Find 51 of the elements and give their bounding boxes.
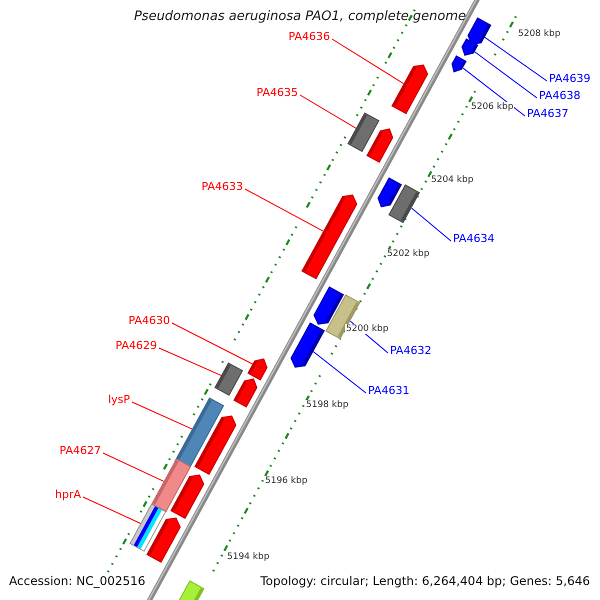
- leader-line: [244, 188, 324, 232]
- gene-label: PA4632: [390, 344, 432, 357]
- gene-label: PA4635: [256, 86, 298, 99]
- gene-feature: [367, 128, 393, 162]
- gene-block: [389, 185, 420, 223]
- gene-label: PA4634: [453, 232, 494, 245]
- gene-label: PA4638: [539, 89, 580, 102]
- gene-label: PA4627: [60, 444, 101, 457]
- leader-line: [300, 94, 357, 129]
- leader-line: [312, 351, 366, 394]
- leader-line: [102, 452, 164, 482]
- gene-block: [130, 504, 166, 552]
- leader-line: [462, 68, 526, 116]
- gene-feature: [452, 56, 466, 72]
- gene-feature: [290, 323, 324, 368]
- gene-label: PA4636: [288, 30, 330, 43]
- leader-line: [82, 496, 142, 524]
- gene-feature: [302, 195, 356, 279]
- gene-label: PA4633: [202, 180, 243, 193]
- title: Pseudomonas aeruginosa PAO1, complete genome: [132, 9, 468, 24]
- scale-label: 5194 kbp: [226, 552, 270, 562]
- gene-label: PA4630: [128, 314, 170, 327]
- leader-line: [474, 51, 538, 98]
- gene-feature: [462, 38, 478, 55]
- leader-line: [132, 402, 193, 430]
- leader-line: [484, 36, 548, 82]
- gene-label: PA4637: [527, 107, 568, 120]
- genome-summary: Topology: circular; Length: 6,264,404 bp; Genes: 5,646: [260, 574, 590, 588]
- gene-label: hprA: [54, 488, 81, 501]
- gene-feature: [195, 416, 236, 474]
- accession-note: Accession: NC_002516: [9, 574, 146, 588]
- gene-feature: [248, 358, 268, 380]
- scale-label: 5198 kbp: [305, 400, 350, 410]
- leader-line: [411, 208, 452, 242]
- gene-label: PA4629: [116, 339, 157, 352]
- scale-label: 5206 kbp: [470, 102, 514, 112]
- leader-line: [172, 322, 254, 365]
- scale-label: 5208 kbp: [517, 29, 562, 39]
- gene-feature: [146, 518, 180, 562]
- gene-feature: [392, 65, 428, 114]
- scale-label: 5196 kbp: [264, 476, 308, 486]
- scale-label: 5200 kbp: [345, 324, 390, 334]
- scale-label: 5204 kbp: [430, 175, 474, 185]
- gene-feature: [234, 379, 256, 408]
- gene-label: PA4631: [368, 384, 410, 397]
- scale-label: 5202 kbp: [386, 249, 430, 259]
- gene-feature: [170, 475, 204, 519]
- gene-label: lysP: [108, 393, 130, 406]
- leader-line: [158, 348, 222, 376]
- leader-line: [332, 38, 404, 84]
- gene-label: PA4639: [549, 72, 590, 85]
